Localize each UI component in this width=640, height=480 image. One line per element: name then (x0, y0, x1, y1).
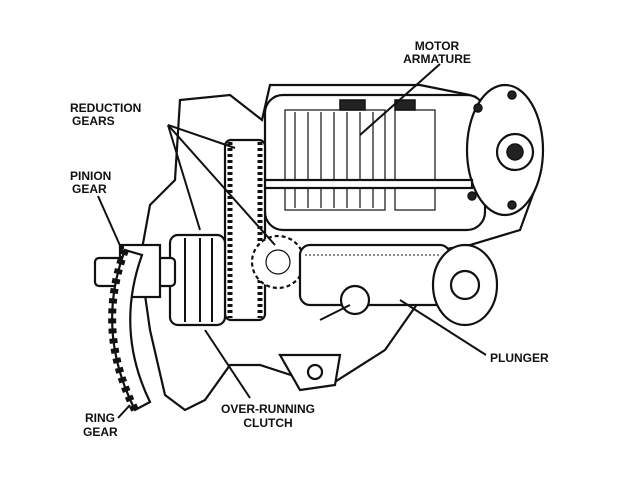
label-reduction: REDUCTION (70, 101, 141, 115)
label-gears: GEARS (72, 114, 115, 128)
label-ring: RING (85, 411, 115, 425)
label-ring-gear: GEAR (83, 425, 118, 439)
motor-armature (263, 93, 487, 232)
label-pinion: PINION (70, 169, 111, 183)
label-over-running: OVER-RUNNING (221, 402, 315, 416)
end-cap (465, 83, 545, 217)
through-bolt (260, 178, 474, 190)
label-motor: MOTOR (415, 39, 460, 53)
label-clutch: CLUTCH (243, 416, 292, 430)
label-armature: ARMATURE (403, 52, 471, 66)
over-running-clutch (168, 233, 227, 327)
leader-lines (97, 63, 487, 419)
ring-gear (108, 248, 152, 412)
reduction-gears (223, 138, 306, 322)
label-plunger: PLUNGER (490, 351, 549, 365)
solenoid (298, 243, 499, 327)
label-pinion-gear: GEAR (72, 182, 107, 196)
